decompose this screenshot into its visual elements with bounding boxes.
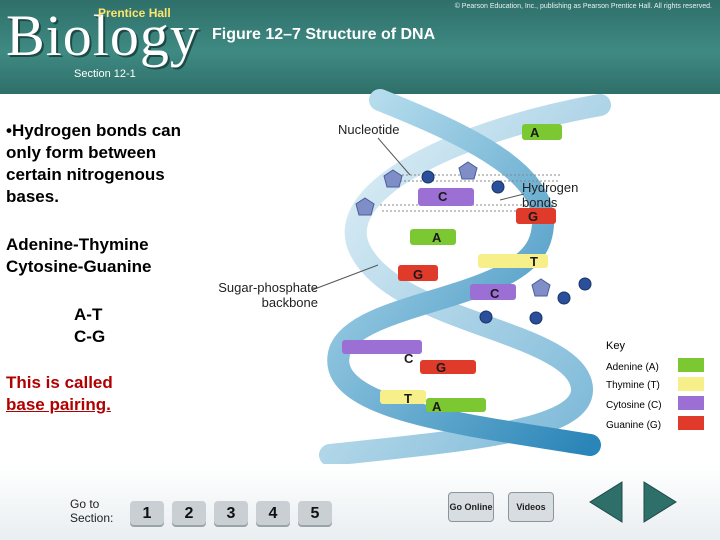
sugar-pentagon <box>531 278 551 297</box>
pair-adenine-thymine: Adenine-Thymine <box>6 235 149 254</box>
base-rung-t-1 <box>478 254 548 268</box>
pair-abbreviations: A-T C-G <box>74 304 105 348</box>
base-letter: G <box>436 360 446 375</box>
next-arrow-icon[interactable] <box>640 480 680 524</box>
backbone-strand-back <box>319 94 611 466</box>
header-banner: Biology Prentice Hall © Pearson Educatio… <box>0 0 720 94</box>
base-rung-c-1 <box>418 188 474 206</box>
key-title: Key <box>606 340 625 352</box>
section-3-button[interactable]: 3 <box>214 501 248 527</box>
hydrogen-bonds-line-1: Hydrogen <box>522 180 579 195</box>
previous-arrow-icon[interactable] <box>586 480 626 524</box>
base-letter: A <box>530 125 540 140</box>
base-letter: C <box>404 351 414 366</box>
base-letter: A <box>432 230 442 245</box>
pair-cytosine-guanine: Cytosine-Guanine <box>6 257 152 276</box>
base-rung-g-3 <box>420 360 476 374</box>
base-letter: T <box>404 391 412 406</box>
goto-line-1: Go to <box>70 497 100 511</box>
base-letter: A <box>432 399 442 414</box>
sugar-pentagon <box>458 161 478 180</box>
hydrogen-bonds-label: Hydrogen bonds <box>522 180 578 210</box>
hydrogen-bonds-line-2: bonds <box>522 195 558 210</box>
key-item-cytosine: Cytosine (C) <box>606 400 662 411</box>
abbr-a-t: A-T <box>74 305 103 324</box>
copyright-text: © Pearson Education, Inc., publishing as… <box>454 3 712 10</box>
base-rung-a-2 <box>410 229 456 245</box>
key-item-adenine: Adenine (A) <box>606 362 659 373</box>
section-1-button[interactable]: 1 <box>130 501 164 527</box>
goto-line-2: Section: <box>70 511 114 525</box>
videos-button[interactable]: Videos <box>508 492 554 522</box>
key-swatch-adenine <box>678 358 704 372</box>
base-rung-a-top <box>522 124 562 140</box>
phosphate-ball <box>578 277 592 291</box>
biology-logo: Biology <box>6 3 200 68</box>
base-rung-t-2 <box>380 390 426 404</box>
base-rung-g-1 <box>516 208 556 224</box>
base-pairing-statement: This is called base pairing. <box>6 372 113 416</box>
sugar-phosphate-line-2: backbone <box>261 295 318 310</box>
base-letter: C <box>438 189 448 204</box>
base-rung-c-3 <box>342 340 422 354</box>
base-rung-g-2 <box>398 265 438 281</box>
base-letter: G <box>413 267 423 282</box>
key-item-thymine: Thymine (T) <box>606 380 660 391</box>
phosphate-ball <box>529 311 543 325</box>
backbone-strand-front <box>327 89 601 456</box>
nucleotide-label: Nucleotide <box>338 122 400 137</box>
goto-section-label: Go to Section: <box>70 497 113 525</box>
sugar-phosphate-label: Sugar-phosphate backbone <box>210 280 318 310</box>
phosphate-ball <box>479 310 493 324</box>
base-letter: C <box>490 286 500 301</box>
figure-title: Figure 12–7 Structure of DNA <box>212 26 436 43</box>
sugar-phosphate-line-1: Sugar-phosphate <box>218 280 318 295</box>
section-label: Section 12-1 <box>74 68 136 80</box>
pairing-prefix: This is called <box>6 373 113 392</box>
abbr-c-g: C-G <box>74 327 106 346</box>
go-online-button[interactable]: Go Online <box>448 492 494 522</box>
phosphate-ball <box>557 291 571 305</box>
section-4-button[interactable]: 4 <box>256 501 290 527</box>
base-rung-a-3 <box>426 398 486 412</box>
hydrogen-bonds-bullet: •Hydrogen bonds can only form between ce… <box>6 121 182 206</box>
base-rung-c-2 <box>470 284 516 300</box>
sugar-pentagon <box>355 197 375 216</box>
key-swatch-guanine <box>678 416 704 430</box>
key-swatch-thymine <box>678 377 704 391</box>
base-pairs-list: Adenine-Thymine Cytosine-Guanine <box>6 234 151 278</box>
base-letter: T <box>530 254 538 269</box>
base-pairing-link[interactable]: base pairing. <box>6 395 111 414</box>
key-swatch-cytosine <box>678 396 704 410</box>
phosphate-ball <box>421 170 435 184</box>
sugar-pentagon <box>383 169 403 188</box>
publisher-label: Prentice Hall <box>98 6 171 20</box>
phosphate-ball <box>491 180 505 194</box>
section-5-button[interactable]: 5 <box>298 501 332 527</box>
key-item-guanine: Guanine (G) <box>606 420 662 431</box>
section-2-button[interactable]: 2 <box>172 501 206 527</box>
base-letter: G <box>528 209 538 224</box>
